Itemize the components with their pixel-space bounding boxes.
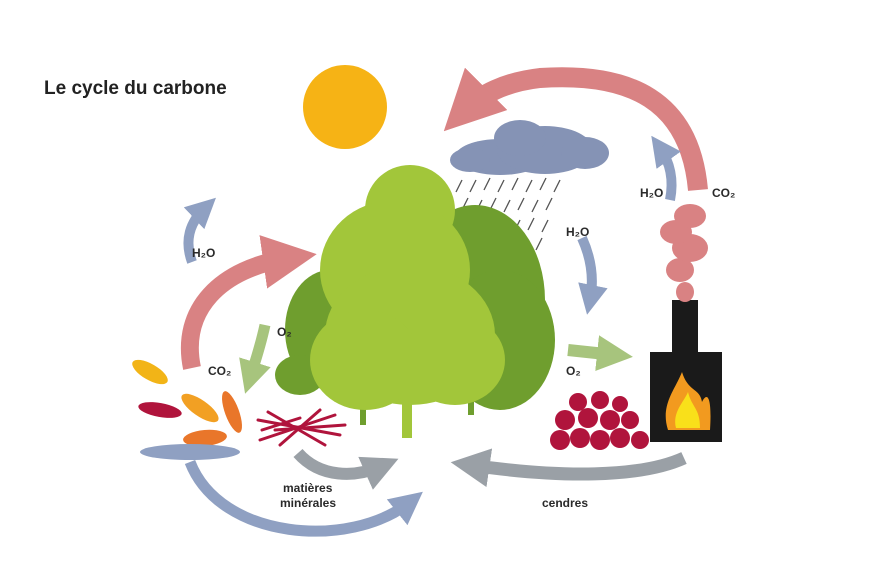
diagram-title: Le cycle du carbone <box>44 78 227 99</box>
charcoal-pile <box>550 391 649 450</box>
label-minerales: minérales <box>280 496 336 510</box>
h2o-evaporation-left-arrow <box>183 197 216 264</box>
h2o-smoke-arrow <box>651 135 681 201</box>
ashes-stove-to-tree-arrow <box>450 448 687 488</box>
co2-chimney-to-atmosphere-arrow <box>443 67 708 192</box>
h2o-rain-arrow <box>577 235 608 315</box>
water-ground-to-tree-arrow <box>184 459 423 537</box>
fallen-leaves <box>132 359 242 460</box>
co2-leaves-to-tree-arrow <box>180 235 317 370</box>
o2-tree-to-leaves-arrow <box>239 323 271 394</box>
label-o2-right: O₂ <box>566 364 581 378</box>
dead-wood <box>256 408 347 447</box>
rain-cloud <box>450 120 609 175</box>
o2-to-stove-arrow <box>567 335 633 371</box>
wood-stove <box>650 300 722 442</box>
tree-light <box>310 165 505 438</box>
label-co2-left: CO₂ <box>208 364 231 378</box>
chimney-smoke <box>660 204 708 302</box>
label-h2o-rain: H₂O <box>566 225 589 239</box>
minerals-wood-to-tree-arrow <box>293 448 399 490</box>
label-co2-smoke: CO₂ <box>712 186 735 200</box>
label-matieres: matières <box>283 481 333 495</box>
label-o2-left: O₂ <box>277 325 292 339</box>
label-h2o-left: H₂O <box>192 246 215 260</box>
label-h2o-smoke: H₂O <box>640 186 663 200</box>
sun <box>303 65 387 149</box>
label-cendres: cendres <box>542 496 588 510</box>
